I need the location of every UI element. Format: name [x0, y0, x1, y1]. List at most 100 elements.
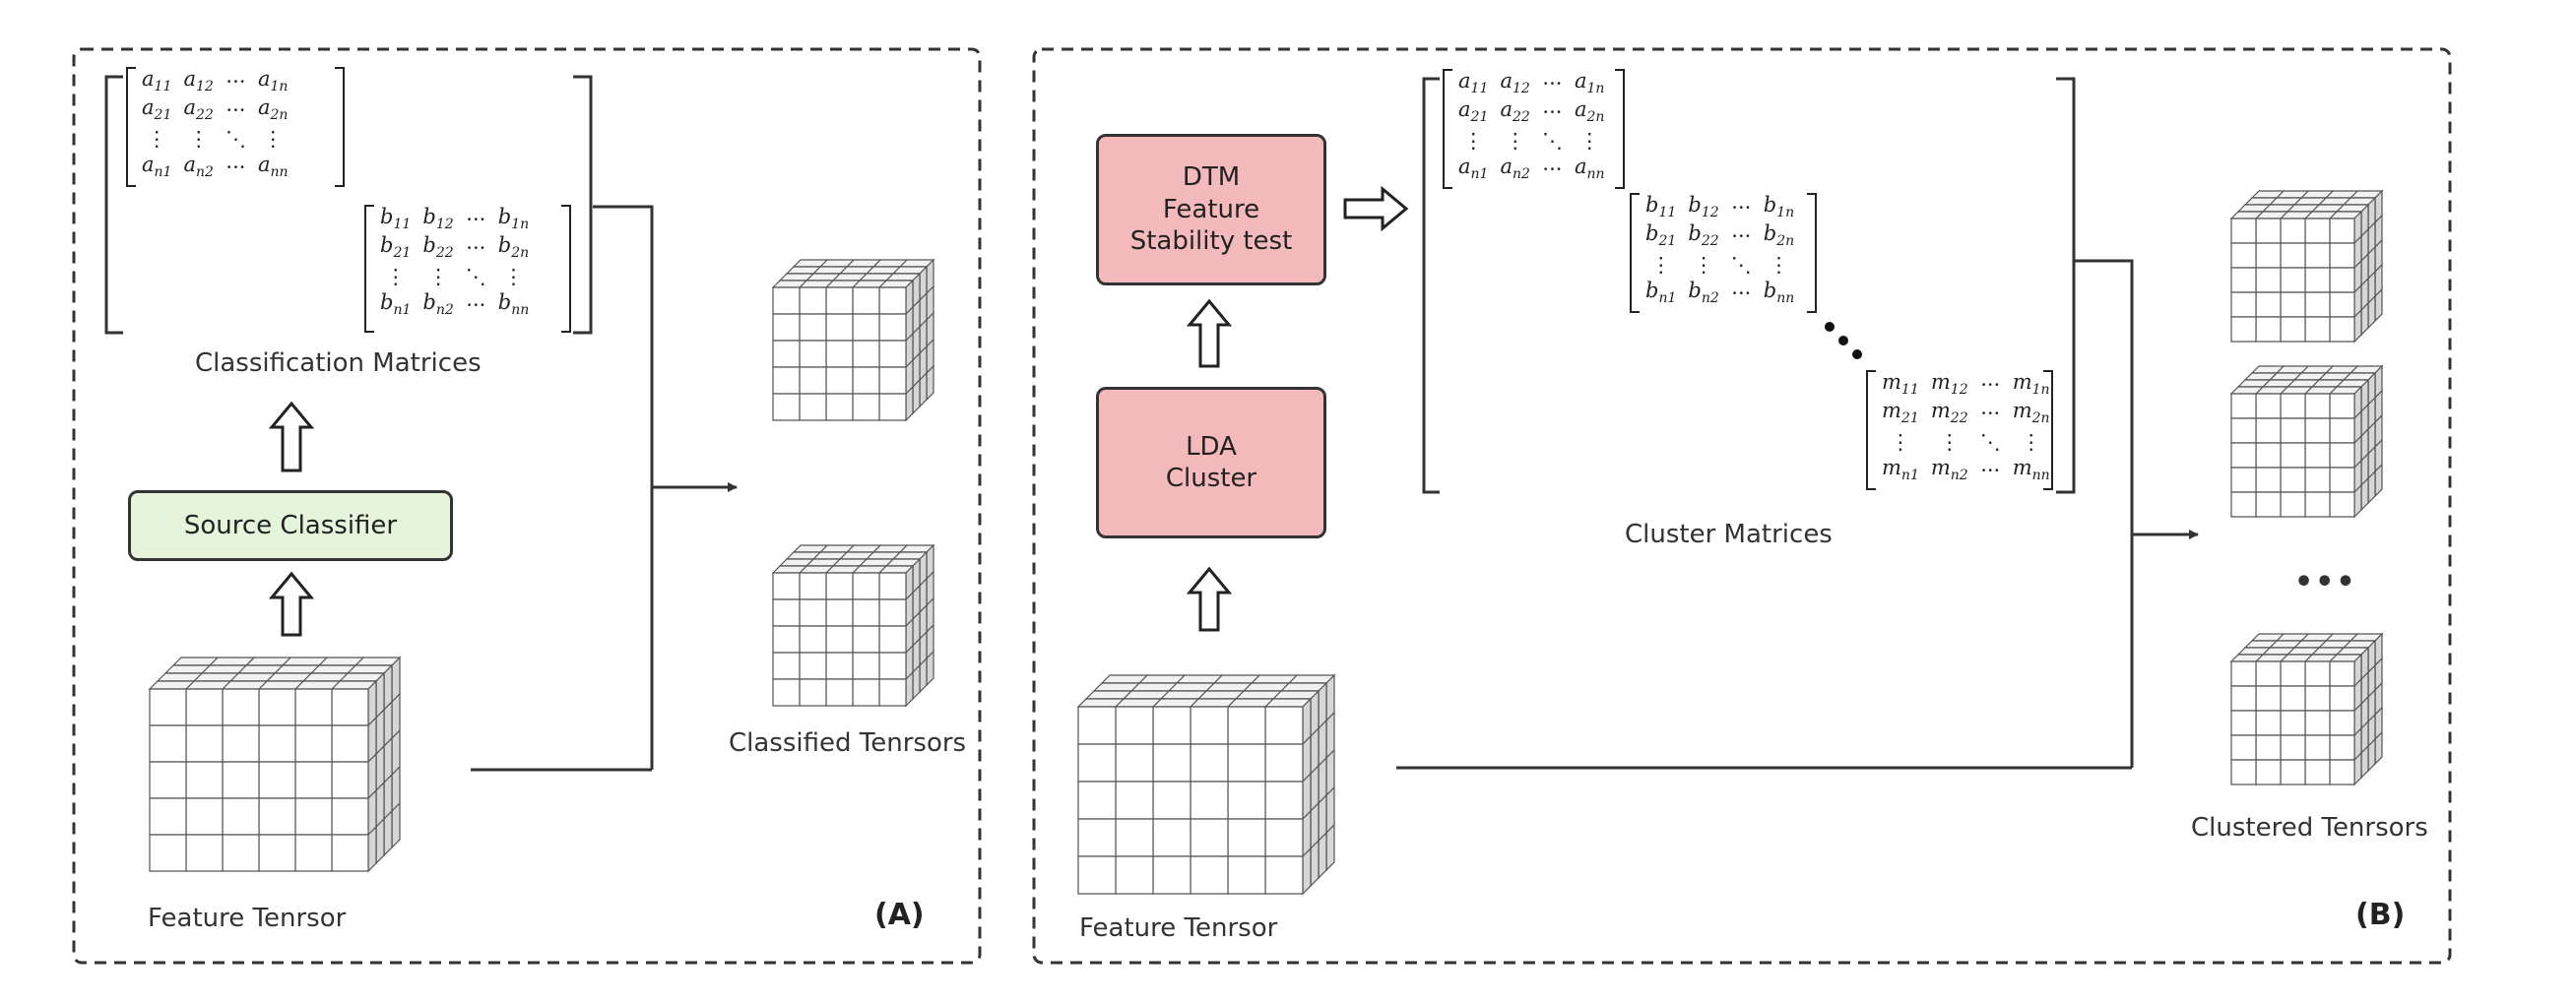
matrix-entry-letter: b: [1688, 279, 1702, 303]
cube-front-face: [2255, 316, 2282, 343]
cube-front-face: [331, 797, 369, 836]
cube-front-face: [258, 688, 296, 726]
matrix-entry-letter: b: [1645, 279, 1659, 303]
panel-b-feature-tensor-label: Feature Tenrsor: [1079, 913, 1278, 943]
diagonal-dot-3: [1852, 349, 1862, 359]
matrix-row: ⋮⋮⋱⋮: [374, 262, 535, 290]
cube-front-face: [2304, 242, 2331, 269]
matrix-entry: ···: [1542, 157, 1563, 181]
matrix-entry-index: n2: [196, 164, 214, 181]
cube-front-face: [825, 572, 854, 600]
panel-a-feature-tensor-label: Feature Tenrsor: [148, 904, 347, 933]
cube-top-face: [1084, 690, 1133, 700]
cube-front-face: [1115, 855, 1154, 895]
matrix-entry-index: 22: [1950, 410, 1968, 427]
cube-front-face: [852, 313, 880, 342]
cube-front-face: [825, 340, 854, 368]
cube-front-face: [185, 688, 224, 726]
diagonal-dot-2: [1838, 336, 1848, 345]
cube-front-face: [799, 678, 827, 707]
matrix-entry-letter: a: [142, 153, 155, 177]
bracket-right: [561, 205, 571, 333]
matrix-entry-index: 12: [1701, 205, 1719, 221]
matrix-entry-index: 22: [1513, 109, 1530, 126]
cube-front-face: [799, 340, 827, 368]
cube-side-face: [1302, 847, 1312, 896]
cube-front-face: [2280, 685, 2306, 712]
matrix-row: ⋮⋮⋱⋮: [1640, 250, 1800, 279]
matrix-entry: ⋮: [2021, 429, 2042, 454]
matrix-entry-index: 2n: [1586, 109, 1605, 126]
cube-front-face: [2230, 660, 2257, 687]
matrix-entry: b1n: [1758, 193, 1801, 221]
cube-front-face: [2230, 685, 2257, 712]
cube-front-face: [799, 572, 827, 600]
matrix-entry-index: n1: [1658, 290, 1677, 307]
cube-front-face: [799, 313, 827, 342]
matrix-entry-index: 12: [196, 79, 214, 95]
matrix-entry: a1n: [252, 67, 294, 95]
cube-front-face: [852, 366, 880, 395]
cube-front-face: [2230, 417, 2257, 444]
matrix-entry: ⋱: [225, 126, 246, 151]
cube-front-face: [1152, 781, 1191, 820]
matrix-entry: ⋱: [1541, 128, 1563, 153]
cube-front-face: [331, 724, 369, 763]
cube-front-face: [258, 761, 296, 799]
cube-front-face: [1227, 781, 1266, 820]
matrix-entry-letter: b: [1763, 279, 1777, 303]
source-classifier-label: Source Classifier: [183, 510, 398, 540]
cube-front-face: [2329, 491, 2355, 518]
cube-side-face: [1318, 831, 1327, 880]
matrix-entry: ···: [1542, 71, 1563, 95]
matrix-entry: a22: [177, 95, 219, 124]
cube-front-face: [149, 797, 187, 836]
cube-top-face: [1076, 698, 1126, 708]
cube-front-face: [1264, 743, 1304, 783]
matrix-entry-letter: b: [1688, 193, 1702, 218]
panel-b-tag: (B): [2355, 898, 2406, 932]
cube-front-face: [2329, 467, 2355, 493]
cube-front-face: [2255, 759, 2282, 785]
cube-front-face: [331, 688, 369, 726]
cube-front-face: [2255, 218, 2282, 244]
matrix-entry: ⋮: [188, 126, 210, 151]
classification-matrices-label: Classification Matrices: [195, 348, 482, 378]
matrix-row: ⋮⋮⋱⋮: [1452, 126, 1611, 155]
cube-front-face: [1227, 706, 1266, 745]
bracket-left: [1630, 193, 1640, 313]
cube-front-face: [2304, 734, 2331, 761]
matrix-entry: ···: [225, 69, 246, 94]
cube-front-face: [878, 366, 907, 395]
matrix-entry: b11: [374, 205, 417, 233]
matrix-entry: ···: [1980, 458, 2001, 482]
matrix-entry: an2: [177, 153, 219, 181]
cube-front-face: [825, 393, 854, 421]
matrix-entry-index: n2: [1513, 166, 1530, 183]
lda-cluster-box: LDA Cluster: [1096, 387, 1326, 538]
cube-front-face: [222, 797, 260, 836]
cube-front-face: [1077, 743, 1117, 783]
matrix-entry-index: 1n: [270, 79, 289, 95]
cube-front-face: [878, 340, 907, 368]
cube-front-face: [2280, 291, 2306, 318]
cube-front-face: [2329, 393, 2355, 419]
cube-front-face: [258, 797, 296, 836]
cube-front-face: [1152, 818, 1191, 857]
diagonal-dot-1: [1825, 322, 1835, 332]
cube-front-face: [1190, 743, 1229, 783]
matrix-entry-letter: b: [1645, 193, 1659, 218]
cube-front-face: [1115, 706, 1154, 745]
cube-front-face: [799, 598, 827, 627]
panel-a-frame: [72, 47, 982, 965]
cube-front-face: [1190, 706, 1229, 745]
panel-a-tag: (A): [874, 898, 925, 932]
cube-front-face: [2280, 442, 2306, 469]
